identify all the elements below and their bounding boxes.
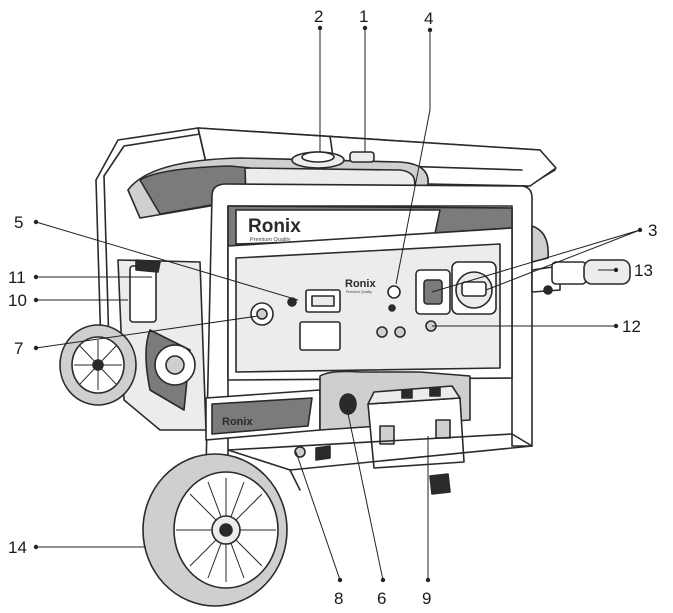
callout-13: 13 xyxy=(634,261,653,280)
fuel-tap xyxy=(339,393,357,415)
rubber-foot xyxy=(429,473,451,495)
recoil-handle xyxy=(129,265,157,323)
callout-7: 7 xyxy=(14,339,23,358)
callout-2: 2 xyxy=(314,7,323,26)
base-brand-logo: Ronix xyxy=(222,416,253,428)
top-brand-tagline: Premium Quality xyxy=(250,237,291,243)
generator-illustration: Ronix Premium Quality Ronix Premium Qual… xyxy=(59,127,631,607)
fuel-gauge xyxy=(349,151,375,163)
callout-12: 12 xyxy=(622,317,641,336)
panel-brand-tagline: Premium Quality xyxy=(346,290,372,294)
callout-8: 8 xyxy=(334,589,343,608)
callout-9: 9 xyxy=(422,589,431,608)
choke-lever xyxy=(135,259,161,273)
panel-brand-logo: Ronix xyxy=(345,278,376,290)
circuit-breaker xyxy=(387,285,401,299)
callout-10: 10 xyxy=(8,291,27,310)
leader-dots xyxy=(33,25,643,583)
callout-11: 11 xyxy=(8,268,26,287)
drain-plug xyxy=(294,446,306,458)
callout-5: 5 xyxy=(14,213,23,232)
top-brand-logo: Ronix xyxy=(248,216,301,237)
callout-3: 3 xyxy=(648,221,657,240)
carry-handle xyxy=(583,259,631,285)
callout-1: 1 xyxy=(359,7,368,26)
callout-6: 6 xyxy=(377,589,386,608)
leader-lines xyxy=(35,28,641,581)
callout-14: 14 xyxy=(8,538,27,557)
callout-4: 4 xyxy=(424,9,433,28)
callout-labels: 2 1 4 3 5 11 10 7 12 13 14 8 6 9 xyxy=(8,7,657,608)
